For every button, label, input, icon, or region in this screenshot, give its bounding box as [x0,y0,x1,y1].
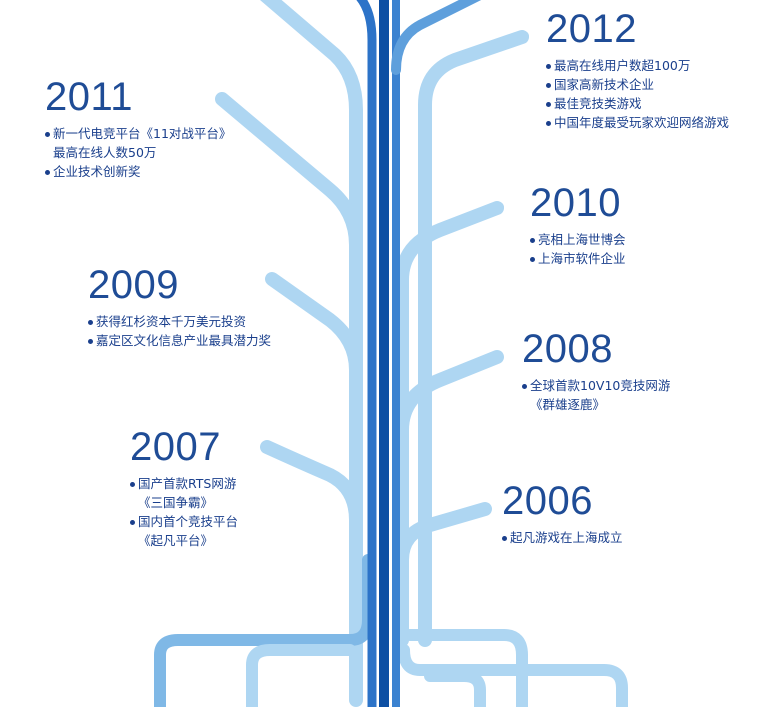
dot-2007 [261,441,271,451]
year-label: 2006 [502,479,593,523]
branch-2007 [260,440,363,527]
milestone-item: 最高在线用户数超100万 [546,56,729,75]
dot-2011 [217,93,227,103]
branch-2012 [418,30,529,647]
milestone-2009: 2009 获得红杉资本千万美元投资 嘉定区文化信息产业最具潜力奖 [88,264,271,350]
milestone-item: 起凡游戏在上海成立 [502,528,623,547]
milestone-item: 最高在线人数50万 [53,145,157,160]
branch-2008 [395,350,504,437]
root-left-inner [246,644,356,707]
milestone-item: 国产首款RTS网游 [130,474,238,493]
root-right-inner [404,629,528,707]
trunk [356,0,482,707]
dot-2008 [493,351,503,361]
branch-2010 [395,201,504,647]
year-label: 2007 [130,425,221,469]
milestone-item: 国家高新技术企业 [546,75,729,94]
milestone-item: 国内首个竞技平台 [130,512,238,531]
milestone-item: 企业技术创新奖 [45,162,231,181]
milestone-2007: 2007 国产首款RTS网游 《三国争霸》 国内首个竞技平台 《起凡平台》 [130,426,238,550]
milestone-2008: 2008 全球首款10V10竞技网游 《群雄逐鹿》 [522,328,670,414]
dot-2006 [481,503,491,513]
milestone-item: 亮相上海世博会 [530,230,626,249]
dot-2009 [266,273,276,283]
year-label: 2011 [45,75,134,119]
milestone-item: 《三国争霸》 [138,495,214,510]
dot-2012 [519,31,529,41]
milestone-item: 《群雄逐鹿》 [530,397,606,412]
milestone-2012: 2012 最高在线用户数超100万 国家高新技术企业 最佳竞技类游戏 中国年度最… [546,8,729,132]
milestone-2011: 2011 新一代电竞平台《11对战平台》 最高在线人数50万 企业技术创新奖 [45,76,231,181]
year-label: 2010 [530,181,621,225]
milestone-item: 上海市软件企业 [530,249,626,268]
milestone-item: 获得红杉资本千万美元投资 [88,312,271,331]
year-label: 2009 [88,263,179,307]
branch-2011 [215,92,363,252]
milestone-item: 中国年度最受玩家欢迎网络游戏 [546,113,729,132]
year-label: 2008 [522,327,613,371]
branch-end-dots [217,31,529,513]
roots [154,554,628,707]
milestone-item: 最佳竞技类游戏 [546,94,729,113]
milestone-item: 全球首款10V10竞技网游 [522,376,670,395]
milestone-2010: 2010 亮相上海世博会 上海市软件企业 [530,182,626,268]
root-right-outer [398,644,628,707]
branch-2009 [265,272,363,377]
light-branches [215,0,529,707]
trunk-mid-left [356,0,377,707]
trunk-upper-branch [391,0,482,75]
milestone-item: 嘉定区文化信息产业最具潜力奖 [88,331,271,350]
branch-2006 [395,502,492,567]
dot-2010 [494,202,504,212]
branch-top-left [260,0,363,707]
year-label: 2012 [546,7,637,51]
milestone-item: 新一代电竞平台《11对战平台》 [45,124,231,143]
milestone-item: 《起凡平台》 [138,533,214,548]
milestone-2006: 2006 起凡游戏在上海成立 [502,480,623,547]
root-right-mid [424,670,486,707]
root-left-outer [154,554,374,707]
